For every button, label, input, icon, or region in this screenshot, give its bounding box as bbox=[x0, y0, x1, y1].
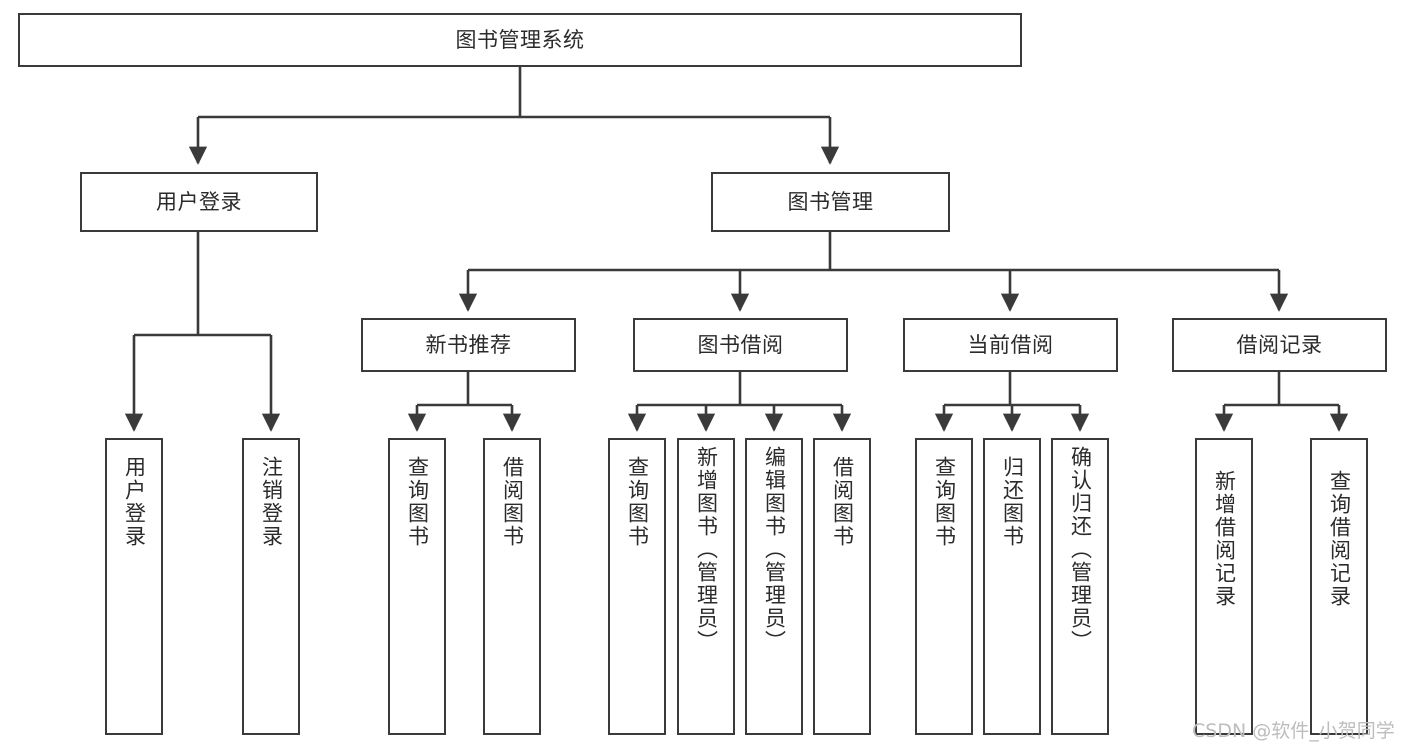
node-leaf-user-login-label: 用户登录 bbox=[122, 456, 147, 548]
node-book-borrow[interactable]: 图书借阅 bbox=[633, 318, 848, 372]
node-new-book-recommend[interactable]: 新书推荐 bbox=[361, 318, 576, 372]
node-current-borrow[interactable]: 当前借阅 bbox=[903, 318, 1118, 372]
node-root[interactable]: 图书管理系统 bbox=[18, 13, 1022, 67]
node-leaf-user-login[interactable]: 用户登录 bbox=[105, 438, 163, 735]
node-leaf-confirm-return[interactable]: 确认归还（管理员） bbox=[1051, 438, 1109, 735]
node-leaf-borrow-book-1[interactable]: 借阅图书 bbox=[483, 438, 541, 735]
node-user-login-label: 用户登录 bbox=[156, 189, 242, 214]
node-user-login[interactable]: 用户登录 bbox=[80, 172, 318, 232]
node-leaf-borrow-book-2[interactable]: 借阅图书 bbox=[813, 438, 871, 735]
node-leaf-return-book[interactable]: 归还图书 bbox=[983, 438, 1041, 735]
node-leaf-user-logout-label: 注销登录 bbox=[259, 456, 284, 548]
node-leaf-query-book-3[interactable]: 查询图书 bbox=[915, 438, 973, 735]
node-leaf-query-book-1-label: 查询图书 bbox=[405, 456, 430, 548]
node-leaf-add-record[interactable]: 新增借阅记录 bbox=[1195, 438, 1253, 735]
node-leaf-query-book-2-label: 查询图书 bbox=[625, 456, 650, 548]
node-leaf-user-logout[interactable]: 注销登录 bbox=[242, 438, 300, 735]
node-book-manage-label: 图书管理 bbox=[787, 189, 874, 214]
node-leaf-confirm-return-label: 确认归还（管理员） bbox=[1068, 446, 1093, 653]
node-leaf-borrow-book-2-label: 借阅图书 bbox=[830, 456, 855, 548]
node-book-manage[interactable]: 图书管理 bbox=[711, 172, 950, 232]
node-leaf-query-book-3-label: 查询图书 bbox=[932, 456, 957, 548]
node-leaf-add-book[interactable]: 新增图书（管理员） bbox=[677, 438, 735, 735]
node-leaf-query-book-2[interactable]: 查询图书 bbox=[608, 438, 666, 735]
node-leaf-query-book-1[interactable]: 查询图书 bbox=[388, 438, 446, 735]
node-leaf-query-record[interactable]: 查询借阅记录 bbox=[1310, 438, 1368, 735]
node-leaf-add-book-label: 新增图书（管理员） bbox=[694, 446, 719, 653]
node-leaf-add-record-label: 新增借阅记录 bbox=[1212, 470, 1237, 608]
node-leaf-query-record-label: 查询借阅记录 bbox=[1327, 470, 1352, 608]
node-book-borrow-label: 图书借阅 bbox=[697, 332, 784, 357]
node-leaf-edit-book[interactable]: 编辑图书（管理员） bbox=[745, 438, 803, 735]
node-borrow-record-label: 借阅记录 bbox=[1236, 332, 1323, 357]
node-borrow-record[interactable]: 借阅记录 bbox=[1172, 318, 1387, 372]
node-current-borrow-label: 当前借阅 bbox=[967, 332, 1054, 357]
node-leaf-return-book-label: 归还图书 bbox=[1000, 456, 1025, 548]
node-root-label: 图书管理系统 bbox=[455, 27, 585, 52]
node-leaf-borrow-book-1-label: 借阅图书 bbox=[500, 456, 525, 548]
node-leaf-edit-book-label: 编辑图书（管理员） bbox=[762, 446, 787, 653]
node-new-book-recommend-label: 新书推荐 bbox=[425, 332, 512, 357]
